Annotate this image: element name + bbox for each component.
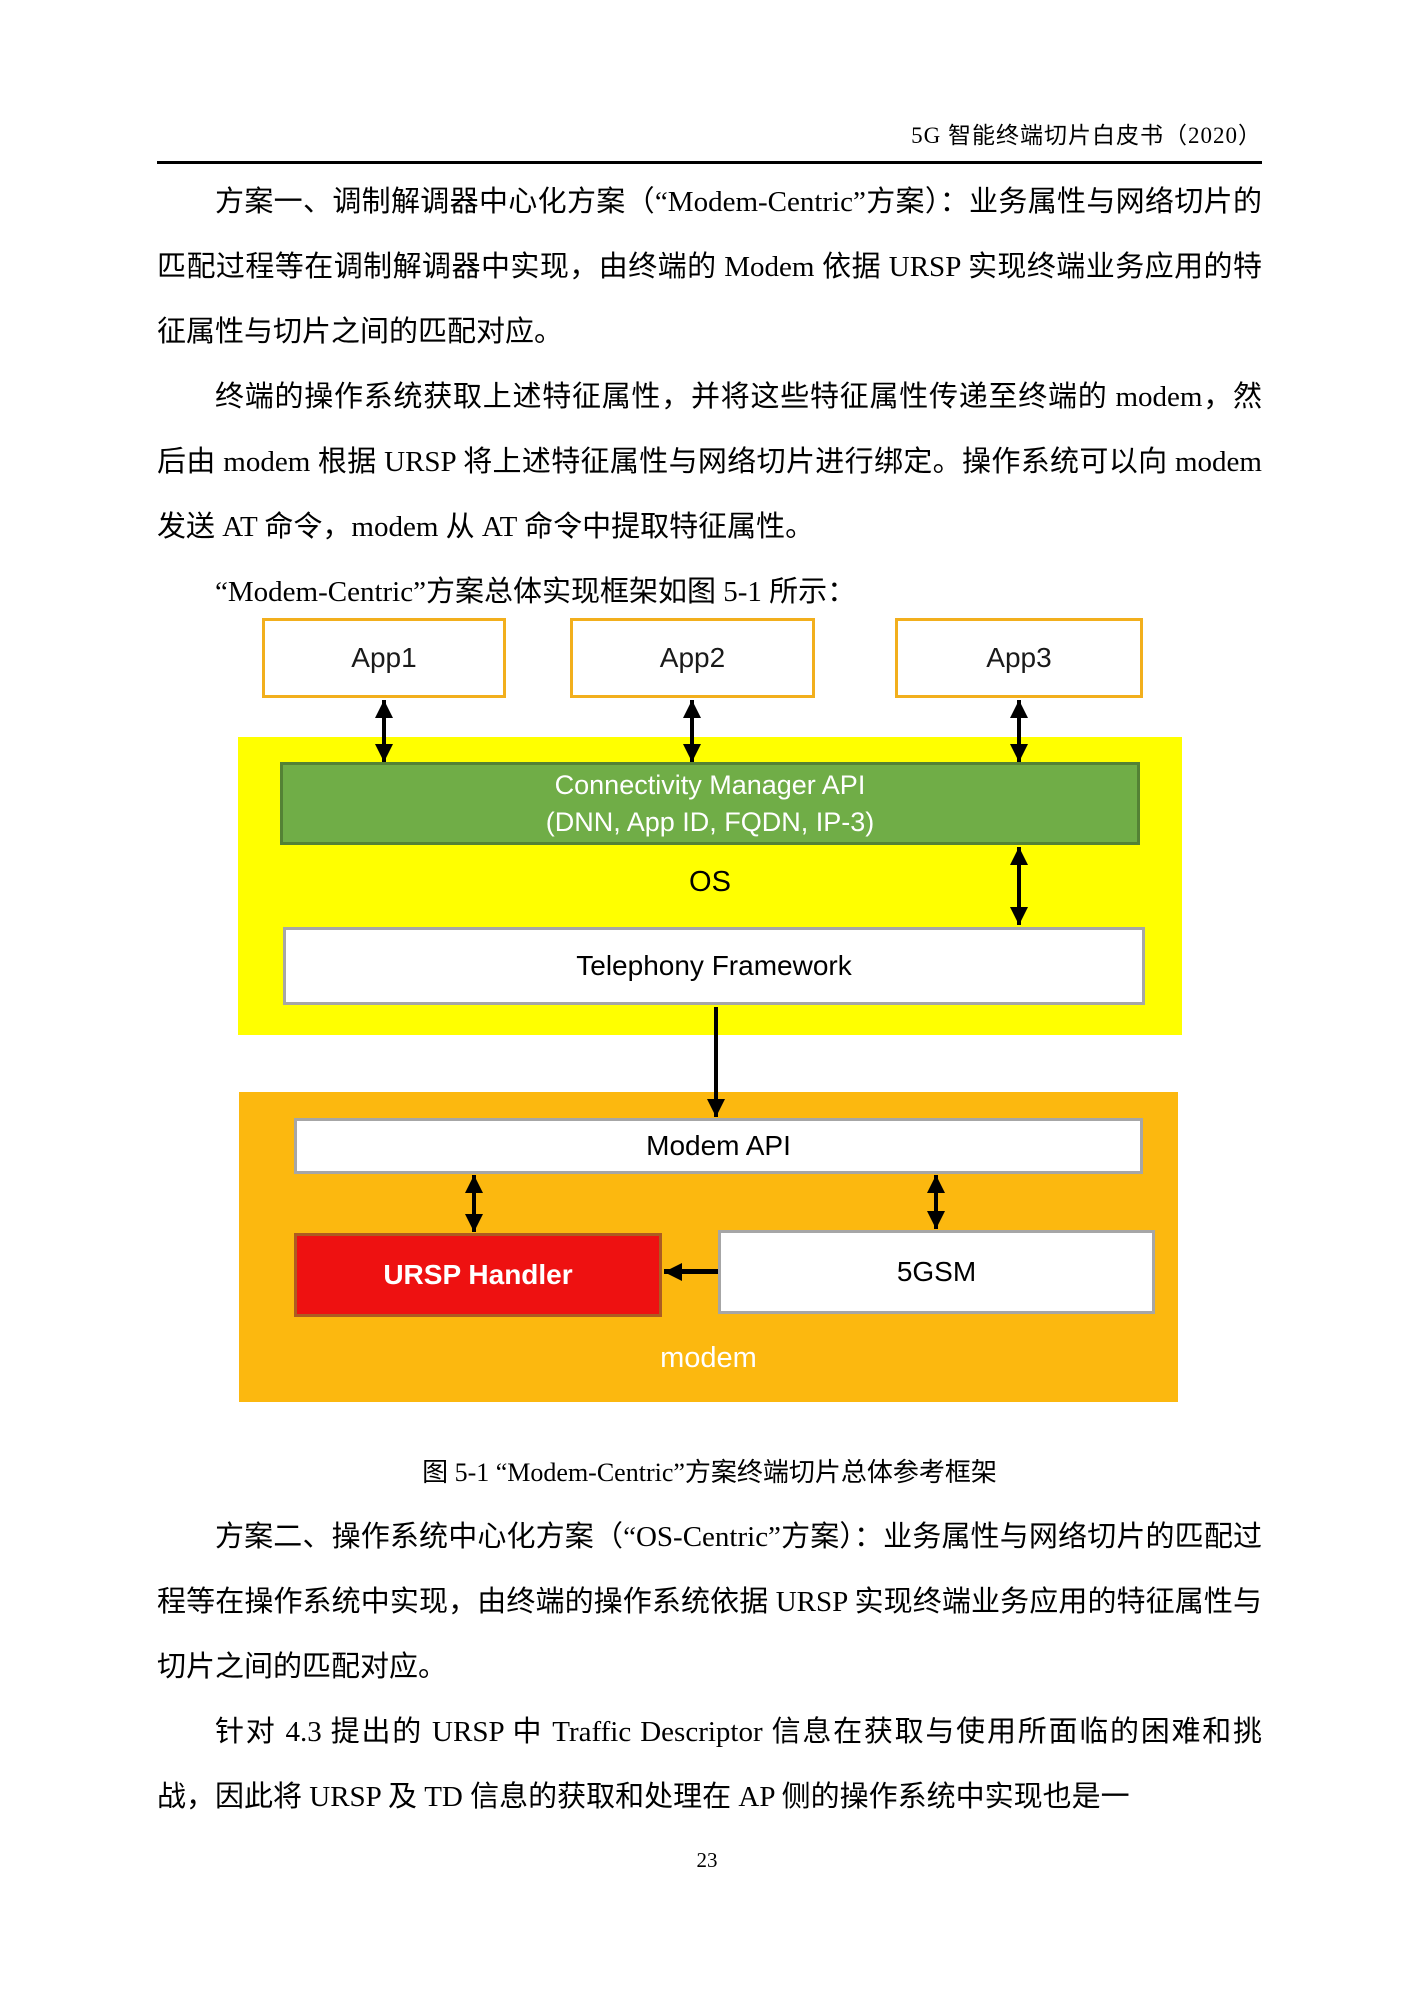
app1-box: App1 bbox=[262, 618, 506, 698]
connectivity-manager-api-box: Connectivity Manager API (DNN, App ID, F… bbox=[280, 762, 1140, 845]
page-number: 23 bbox=[696, 1848, 718, 1872]
arrow-telephony-modem-api bbox=[714, 1007, 718, 1117]
arrow-app1-connectivity bbox=[382, 700, 386, 762]
paragraph: 终端的操作系统获取上述特征属性，并将这些特征属性传递至终端的 modem，然后由… bbox=[157, 381, 1262, 543]
app3-label: App3 bbox=[986, 642, 1052, 673]
modem-api-box: Modem API bbox=[294, 1118, 1143, 1174]
bottom-paragraphs: 方案二、操作系统中心化方案（“OS-Centric”方案）：业务属性与网络切片的… bbox=[157, 1505, 1262, 1830]
app2-box: App2 bbox=[570, 618, 815, 698]
ursp-handler-label: URSP Handler bbox=[383, 1259, 573, 1290]
arrow-connectivity-telephony bbox=[1017, 847, 1021, 925]
app3-box: App3 bbox=[895, 618, 1143, 698]
os-label: OS bbox=[689, 866, 731, 898]
figure-caption: 图 5-1 “Modem-Centric”方案终端切片总体参考框架 bbox=[422, 1458, 997, 1487]
paragraph: 针对 4.3 提出的 URSP 中 Traffic Descriptor 信息在… bbox=[157, 1716, 1262, 1813]
app1-label: App1 bbox=[351, 642, 417, 673]
modem-label: modem bbox=[660, 1342, 757, 1374]
connectivity-api-line1: Connectivity Manager API bbox=[554, 769, 866, 800]
connectivity-api-line2: (DNN, App ID, FQDN, IP-3) bbox=[545, 806, 875, 837]
header-rule bbox=[157, 161, 1262, 164]
arrow-app2-connectivity bbox=[690, 700, 694, 762]
arrow-modem-api-5gsm bbox=[934, 1175, 938, 1229]
telephony-framework-box: Telephony Framework bbox=[283, 927, 1145, 1005]
paragraph: 方案一、调制解调器中心化方案（“Modem-Centric”方案）：业务属性与网… bbox=[157, 186, 1262, 348]
5gsm-box: 5GSM bbox=[718, 1230, 1155, 1314]
modem-api-label: Modem API bbox=[646, 1130, 791, 1161]
page-header-title: 5G 智能终端切片白皮书（2020） bbox=[911, 123, 1262, 148]
ursp-handler-box: URSP Handler bbox=[294, 1233, 662, 1317]
arrow-modem-api-ursp bbox=[472, 1175, 476, 1232]
arrow-app3-connectivity bbox=[1017, 700, 1021, 762]
top-paragraphs: 方案一、调制解调器中心化方案（“Modem-Centric”方案）：业务属性与网… bbox=[157, 170, 1262, 625]
telephony-framework-label: Telephony Framework bbox=[576, 950, 852, 981]
paragraph: “Modem-Centric”方案总体实现框架如图 5-1 所示： bbox=[215, 576, 857, 608]
app2-label: App2 bbox=[659, 642, 726, 673]
paragraph: 方案二、操作系统中心化方案（“OS-Centric”方案）：业务属性与网络切片的… bbox=[157, 1521, 1262, 1683]
arrow-5gsm-ursp bbox=[664, 1269, 718, 1274]
5gsm-label: 5GSM bbox=[896, 1256, 977, 1287]
